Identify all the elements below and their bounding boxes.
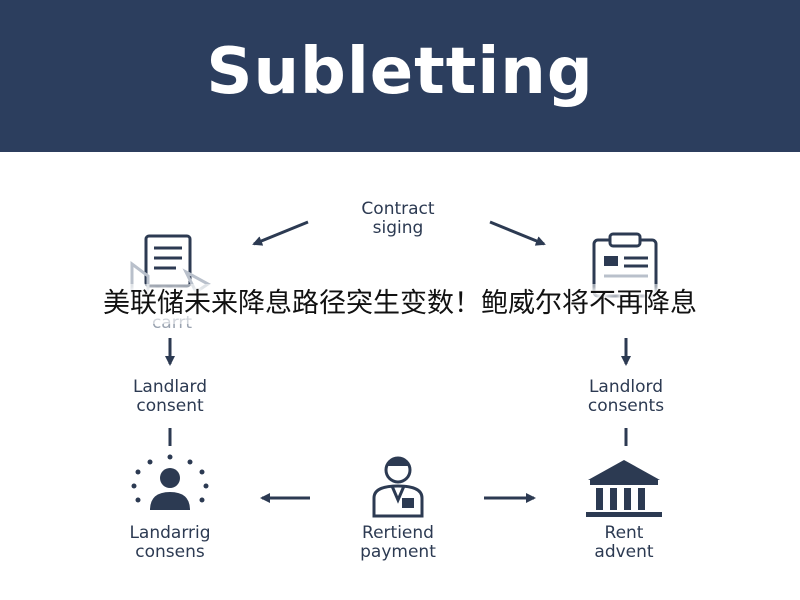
professional-person-icon — [372, 456, 424, 518]
contract-signing-label: Contract siging — [361, 199, 435, 238]
clipboard-icon — [592, 232, 658, 298]
payment-center-label: Rertiend payment — [360, 523, 436, 562]
overlay-headline: 美联储未来降息路径突生变数！鲍威尔将不再降息 — [103, 288, 697, 319]
bank-building-icon — [586, 460, 662, 517]
landlord-bottom-left-label: Landarrig consens — [129, 523, 211, 562]
header-banner: Subletting — [0, 0, 800, 152]
overlay-backdrop — [20, 284, 780, 324]
arrow-contract-to-right — [489, 220, 546, 246]
page-title: Subletting — [206, 35, 594, 109]
document-pen-icon — [130, 234, 211, 295]
diagram-arrows — [130, 220, 662, 518]
arrow-contract-to-left — [252, 220, 309, 246]
subletting-flow-diagram: Contract siging — [0, 152, 800, 600]
person-group-icon — [131, 454, 209, 510]
landlord-consent-right-label: Landlord consents — [587, 377, 665, 416]
landlord-consent-left-label: Landlard consent — [132, 377, 208, 416]
rent-right-label: Rent advent — [594, 523, 654, 562]
